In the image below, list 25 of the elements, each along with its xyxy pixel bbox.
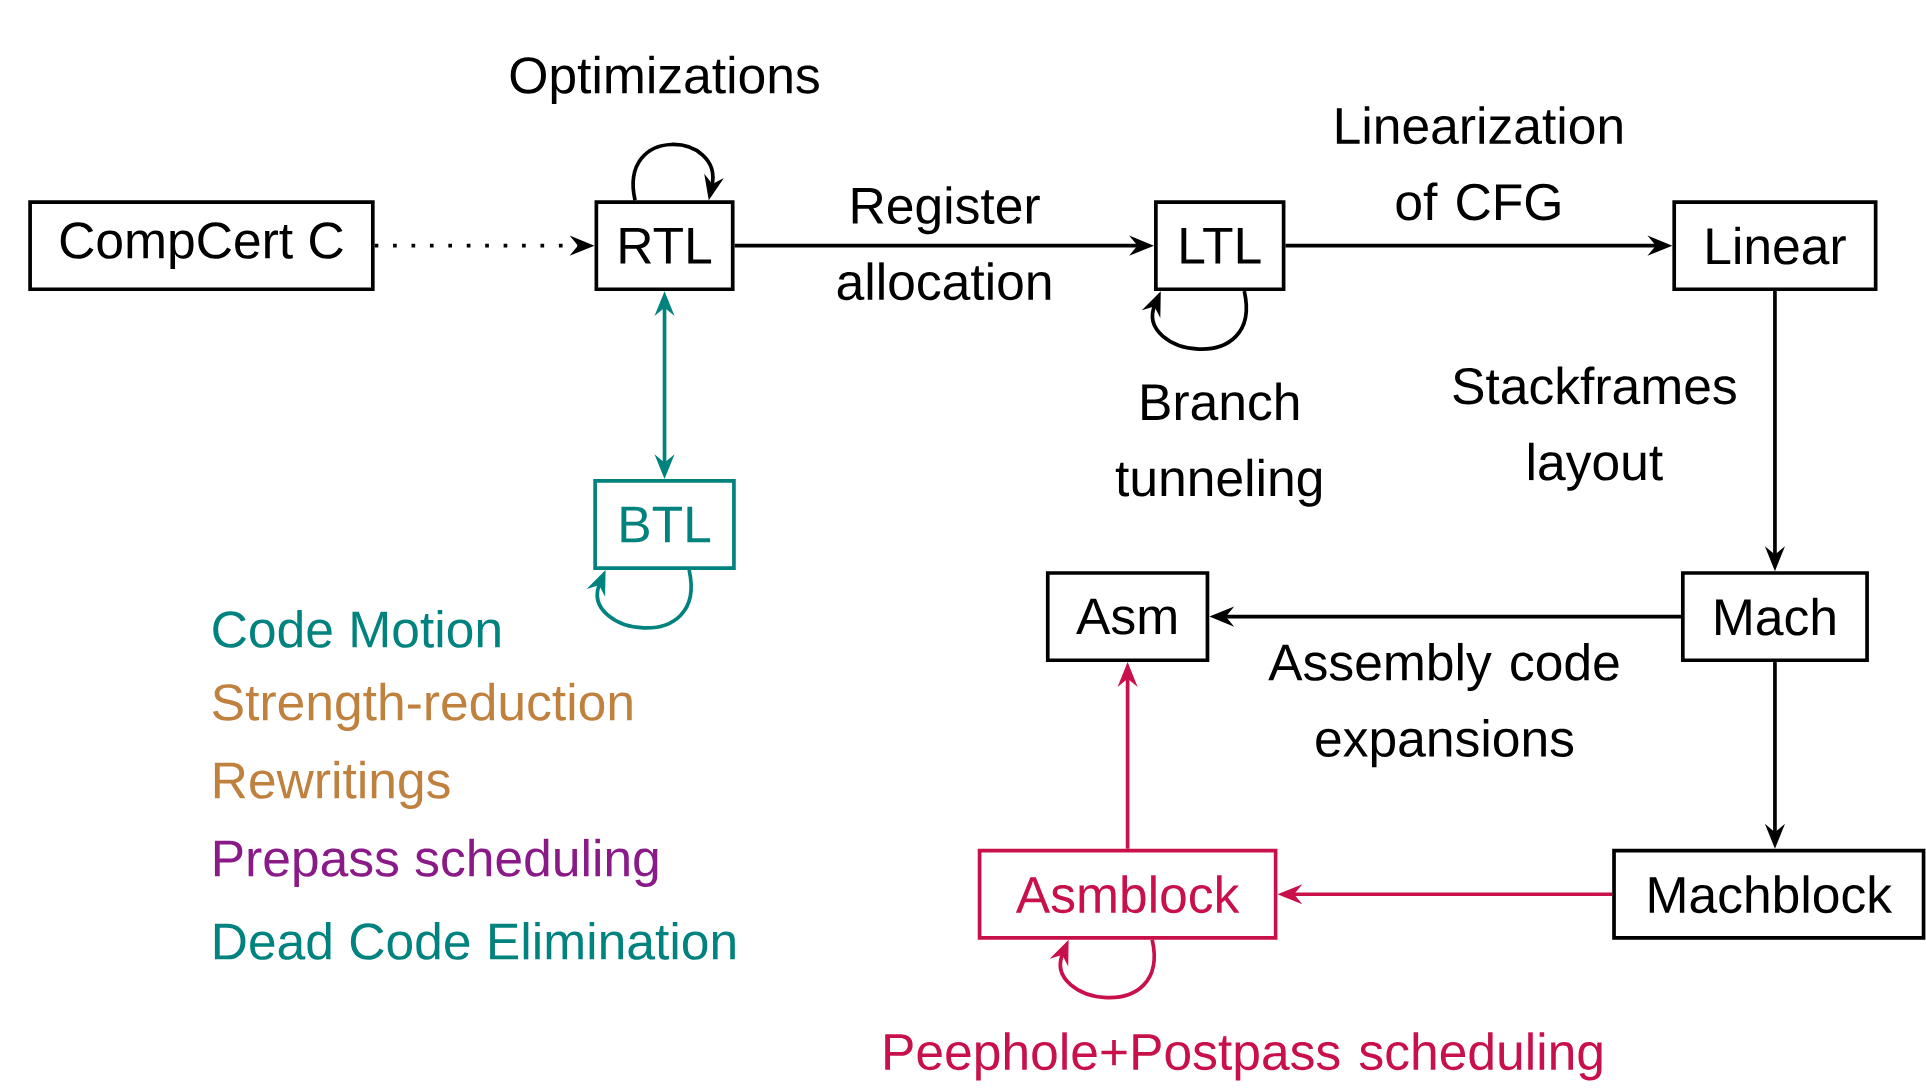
note: Strength-reduction: [213, 682, 632, 731]
edge-label: Branch tunneling: [1115, 382, 1322, 507]
note: Code Motion: [213, 610, 500, 648]
edge-label: Linearization of CFG: [1336, 106, 1622, 221]
process-box: BTL: [593, 479, 736, 570]
loop-arrow: [1141, 290, 1248, 351]
loop-arrow: [631, 142, 724, 201]
process-box: Asm: [1045, 571, 1210, 663]
process-box: Asmblock: [977, 848, 1278, 940]
process-box: Linear: [1672, 200, 1878, 292]
loop-arrow: [1049, 939, 1156, 1000]
note: Rewritings: [214, 760, 450, 809]
process-box: RTL: [594, 200, 735, 292]
edge-label: Optimizations: [510, 55, 819, 104]
edge-label: Assembly code expansions: [1268, 642, 1619, 768]
note: Prepass scheduling: [214, 838, 658, 887]
process-box: Machblock: [1612, 848, 1926, 940]
edge-label: Register allocation: [837, 186, 1051, 301]
note: Dead Code Elimination: [214, 922, 735, 960]
edge-label: Peephole+Postpass scheduling: [885, 1032, 1602, 1081]
process-box: CompCert C: [28, 200, 375, 292]
loop-arrow: [586, 569, 693, 630]
edge-label: Stackframes layout: [1453, 366, 1736, 491]
process-box: Mach: [1680, 571, 1869, 663]
process-box: LTL: [1154, 200, 1286, 292]
